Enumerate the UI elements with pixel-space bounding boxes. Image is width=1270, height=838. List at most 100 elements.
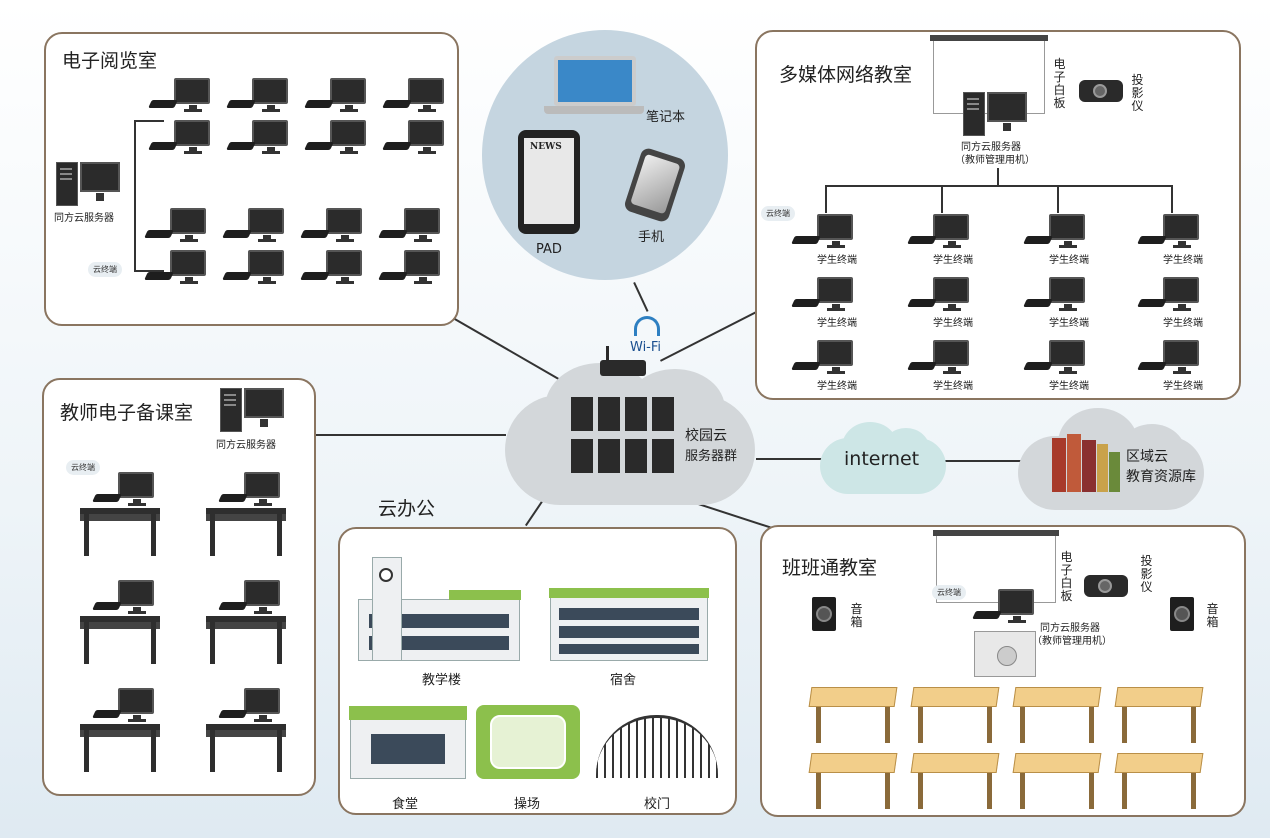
reading-room-bus [134,120,136,270]
teacher-room-panel: 教师电子备课室 同方云服务器 云终端 [42,378,316,796]
teacher-server[interactable] [963,88,1031,140]
mobile-devices-circle: 笔记本 NEWS PAD 手机 [482,30,728,280]
student-terminal-label: 学生终端 [1163,381,1203,392]
student-terminal[interactable] [1137,340,1201,382]
link-internet [756,458,826,460]
canteen-icon[interactable] [349,706,467,779]
teacher-terminal[interactable] [218,580,282,622]
gate-label: 校门 [644,797,671,812]
terminal[interactable] [300,208,364,250]
terminal[interactable] [148,78,212,120]
dormitory-icon[interactable] [549,588,709,661]
terminal[interactable] [226,120,290,162]
mm-drop-3 [1057,185,1059,213]
terminal[interactable] [382,120,446,162]
student-terminal[interactable] [791,277,855,319]
terminal[interactable] [144,208,208,250]
reading-room-server[interactable] [56,158,124,210]
student-terminal[interactable] [1023,340,1087,382]
terminal[interactable] [378,208,442,250]
terminal[interactable] [222,250,286,292]
wifi-label: Wi-Fi [630,340,662,355]
clock-tower [372,557,402,661]
terminal[interactable] [226,78,290,120]
office-title: 云办公 [378,498,436,520]
teaching-building-label: 教学楼 [422,673,462,688]
terminal[interactable] [378,250,442,292]
student-desk [808,753,898,809]
teacher-terminal[interactable] [92,688,156,730]
student-terminal[interactable] [791,340,855,382]
class-projector-icon [1084,575,1128,597]
regional-cloud-name: 区域云 [1126,449,1168,465]
student-terminal[interactable] [1137,277,1201,319]
wifi-router-icon[interactable] [600,360,646,376]
student-terminal[interactable] [907,277,971,319]
terminal[interactable] [148,120,212,162]
student-terminal-label: 学生终端 [817,381,857,392]
laptop-icon[interactable] [554,56,636,106]
multimedia-room-panel: 多媒体网络教室 电子白板 投影仪 同方云服务器 （教师管理用机） 云终端 学生终… [755,30,1241,400]
student-terminal-label: 学生终端 [1163,318,1203,329]
link-teacher-room [316,434,506,436]
reading-room-panel: 电子阅览室 同方云服务器 云终端 [44,32,459,326]
campus-cloud: 校园云 服务器群 [505,355,760,515]
link-multimedia-room [660,307,764,362]
multimedia-room-title: 多媒体网络教室 [779,64,913,86]
internet-cloud: internet [820,420,946,498]
class-server-label: 同方云服务器 [1040,623,1100,634]
pad-label: PAD [536,242,562,257]
pad-icon[interactable]: NEWS [518,130,580,234]
books-icon [1052,434,1122,492]
terminal[interactable] [304,78,368,120]
terminal[interactable] [304,120,368,162]
class-server-sublabel: （教师管理用机） [1032,636,1112,647]
office-panel: 教学楼 宿舍 食堂 操场 校门 [338,527,737,815]
mm-drop-2 [941,185,943,213]
student-terminal[interactable] [791,214,855,256]
class-terminal[interactable] [972,589,1036,631]
student-terminal-label: 学生终端 [933,381,973,392]
playground-icon[interactable] [476,705,580,779]
speaker-left-label: 音箱 [850,602,863,629]
link-mobile [633,282,649,312]
gate-icon[interactable] [596,715,718,778]
student-terminal[interactable] [907,340,971,382]
student-terminal[interactable] [1023,214,1087,256]
student-desk [808,687,898,743]
student-terminal[interactable] [1137,214,1201,256]
campus-cloud-subname: 服务器群 [685,449,738,464]
teacher-room-server[interactable] [220,384,288,436]
phone-label: 手机 [638,230,665,245]
rack-unit [652,397,674,431]
teacher-terminal[interactable] [218,688,282,730]
student-terminal[interactable] [907,214,971,256]
campus-cloud-name: 校园云 [685,428,727,444]
student-terminal-label: 学生终端 [933,255,973,266]
terminal[interactable] [382,78,446,120]
teacher-room-cloud-terminal-label: 云终端 [66,460,100,475]
reading-room-bus-bottom [134,270,164,272]
teacher-server-sublabel: （教师管理用机） [955,155,1035,166]
student-desk [1012,753,1102,809]
terminal[interactable] [144,250,208,292]
student-desk [1114,753,1204,809]
rack-unit [652,439,674,473]
link-regional [945,460,1025,462]
teacher-terminal[interactable] [218,472,282,514]
regional-cloud-subname: 教育资源库 [1126,469,1196,485]
pad-news-text: NEWS [530,142,562,152]
mm-cloud-terminal-label: 云终端 [761,206,795,221]
terminal[interactable] [222,208,286,250]
internet-label: internet [844,448,920,470]
class-cloud-terminal-label: 云终端 [932,585,966,600]
student-terminal-label: 学生终端 [1049,318,1089,329]
phone-icon[interactable] [622,146,688,224]
student-terminal[interactable] [1023,277,1087,319]
teacher-terminal[interactable] [92,472,156,514]
terminal[interactable] [300,250,364,292]
canteen-label: 食堂 [392,797,419,812]
desk [80,508,160,556]
teacher-terminal[interactable] [92,580,156,622]
phone-screen [630,153,681,215]
